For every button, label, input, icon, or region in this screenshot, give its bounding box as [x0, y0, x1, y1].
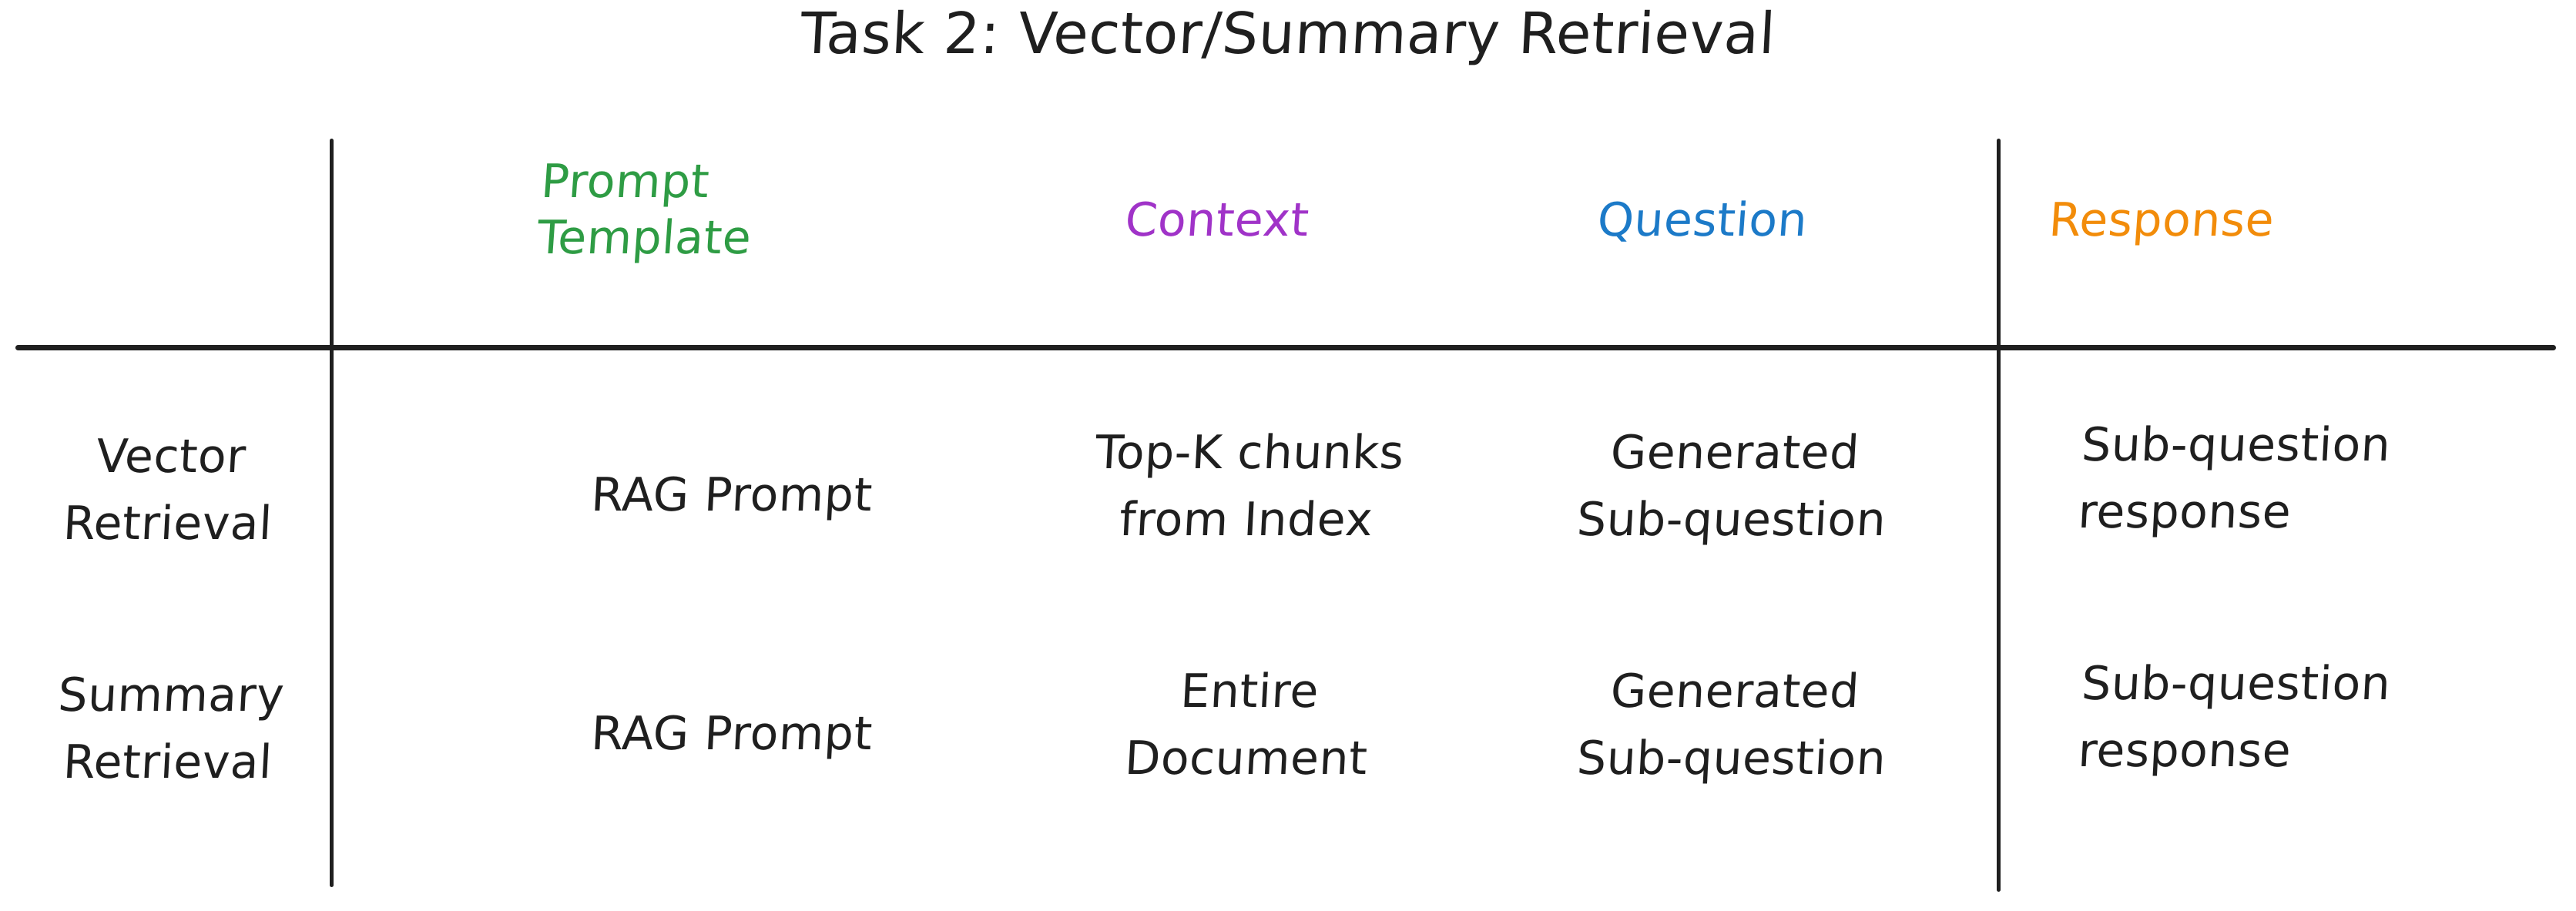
column-header-response: Response [2047, 193, 2276, 247]
row-label-summary-retrieval: Summary Retrieval [56, 668, 286, 789]
row-label-vector-retrieval: Vector Retrieval [62, 430, 274, 551]
cell-vector-context: Top-K chunks from Index [1094, 426, 1406, 547]
column-divider-left [330, 139, 334, 887]
cell-vector-prompt-template: RAG Prompt [589, 468, 874, 522]
cell-summary-context: Entire Document [1123, 665, 1370, 785]
column-header-question: Question [1595, 193, 1810, 247]
column-divider-right [1997, 139, 2001, 892]
page-title: Task 2: Vector/Summary Retrieval [799, 1, 1778, 67]
column-header-prompt-template: Prompt Template [535, 155, 753, 266]
cell-vector-question: Generated Sub-question [1575, 426, 1888, 547]
cell-vector-response: Sub-question response [2076, 418, 2393, 539]
cell-summary-response: Sub-question response [2076, 657, 2393, 778]
cell-summary-question: Generated Sub-question [1575, 665, 1888, 785]
column-header-context: Context [1123, 193, 1311, 247]
cell-summary-prompt-template: RAG Prompt [589, 707, 874, 761]
header-separator-rule [15, 345, 2556, 350]
